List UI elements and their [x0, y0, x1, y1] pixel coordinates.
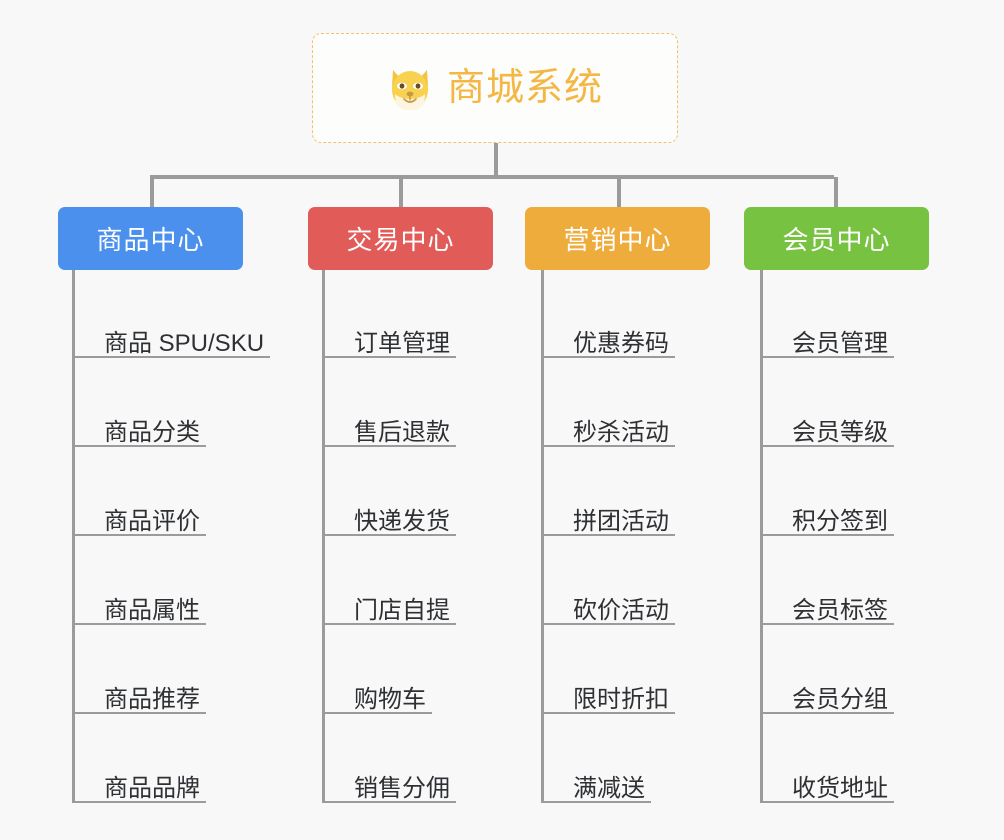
leaf-item[interactable]: 购物车: [322, 668, 432, 714]
root-title: 商城系统: [446, 67, 603, 109]
leaf-item[interactable]: 商品品牌: [72, 757, 206, 803]
leaf-label: 快递发货: [354, 508, 450, 535]
leaf-label: 售后退款: [354, 419, 450, 446]
leaf-item[interactable]: 售后退款: [322, 401, 456, 447]
connector-drop-0: [150, 177, 154, 209]
leaf-label: 商品属性: [104, 597, 200, 624]
leaf-label: 商品 SPU/SKU: [104, 330, 265, 357]
leaf-item[interactable]: 订单管理: [322, 312, 456, 358]
leaf-label: 会员管理: [792, 330, 888, 357]
connector-drop-2: [617, 177, 621, 209]
leaf-label: 拼团活动: [573, 508, 669, 535]
leaf-label: 商品品牌: [104, 775, 200, 802]
branch-header-member[interactable]: 会员中心: [744, 207, 929, 270]
leaf-label: 门店自提: [354, 597, 450, 624]
leaf-item[interactable]: 收货地址: [760, 757, 894, 803]
leaf-label: 商品分类: [104, 419, 200, 446]
leaf-item[interactable]: 商品 SPU/SKU: [72, 312, 271, 358]
connector-drop-1: [399, 177, 403, 209]
leaf-label: 购物车: [354, 686, 426, 713]
dog-face-icon: [391, 70, 428, 110]
leaf-label: 会员等级: [792, 419, 888, 446]
leaf-item[interactable]: 秒杀活动: [541, 401, 675, 447]
leaf-label: 收货地址: [792, 775, 888, 802]
branch-header-marketing[interactable]: 营销中心: [525, 207, 710, 270]
leaf-label: 会员分组: [792, 686, 888, 713]
leaf-label: 限时折扣: [573, 686, 669, 713]
leaf-item[interactable]: 门店自提: [322, 579, 456, 625]
leaf-item[interactable]: 商品推荐: [72, 668, 206, 714]
branch-header-trade[interactable]: 交易中心: [308, 207, 493, 270]
leaf-item[interactable]: 优惠券码: [541, 312, 675, 358]
leaf-item[interactable]: 限时折扣: [541, 668, 675, 714]
leaf-label: 秒杀活动: [573, 419, 669, 446]
leaf-item[interactable]: 满减送: [541, 757, 651, 803]
leaf-label: 商品推荐: [104, 686, 200, 713]
leaf-label: 会员标签: [792, 597, 888, 624]
leaf-item[interactable]: 商品分类: [72, 401, 206, 447]
branch-header-product[interactable]: 商品中心: [58, 207, 243, 270]
leaf-item[interactable]: 会员标签: [760, 579, 894, 625]
leaf-item[interactable]: 会员分组: [760, 668, 894, 714]
connector-horizontal-bar: [150, 175, 834, 179]
root-node[interactable]: 商城系统: [312, 33, 678, 143]
connector-root-stem: [494, 143, 498, 177]
leaf-label: 砍价活动: [573, 597, 669, 624]
leaf-item[interactable]: 积分签到: [760, 490, 894, 536]
leaf-label: 订单管理: [354, 330, 450, 357]
leaf-label: 优惠券码: [573, 330, 669, 357]
leaf-item[interactable]: 拼团活动: [541, 490, 675, 536]
leaf-label: 商品评价: [104, 508, 200, 535]
leaf-label: 满减送: [573, 775, 645, 802]
leaf-item[interactable]: 砍价活动: [541, 579, 675, 625]
leaf-item[interactable]: 会员等级: [760, 401, 894, 447]
leaf-item[interactable]: 销售分佣: [322, 757, 456, 803]
leaf-item[interactable]: 商品属性: [72, 579, 206, 625]
leaf-item[interactable]: 快递发货: [322, 490, 456, 536]
leaf-item[interactable]: 会员管理: [760, 312, 894, 358]
connector-drop-3: [834, 177, 838, 209]
leaf-label: 积分签到: [792, 508, 888, 535]
leaf-item[interactable]: 商品评价: [72, 490, 206, 536]
leaf-label: 销售分佣: [354, 775, 450, 802]
